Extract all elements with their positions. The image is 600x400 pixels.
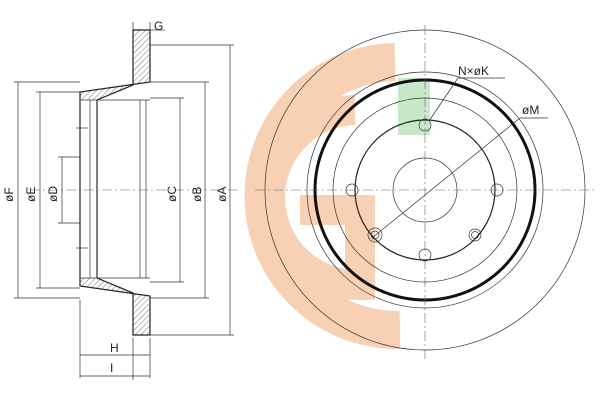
section-hatch-bottom [80,278,150,335]
label-m: øM [522,103,539,117]
section-hatch-top [80,30,150,100]
label-holes: N×øK [458,64,489,78]
label-h: H [110,341,119,355]
bolt-hole-1 [418,118,432,132]
bolt-hole-6 [345,183,359,197]
label-g: G [154,19,163,33]
watermark-logo [244,43,430,350]
label-f: øF [2,187,16,202]
label-e: øE [24,187,38,202]
label-d: øD [46,186,60,202]
label-i: I [110,361,113,375]
label-c: øC [165,186,179,202]
bolt-hole-2 [490,183,504,197]
bolt-hole-4 [418,248,432,262]
bolt-hole-5 [367,227,383,243]
bolt-hole-3 [468,228,482,242]
bolt-hole-5-inner [370,230,380,240]
label-a: øA [215,187,229,202]
front-view: N×øK øM [255,25,595,360]
label-b: øB [190,187,204,202]
cross-section-view: G øF øE øD øC øB øA H [2,19,240,380]
